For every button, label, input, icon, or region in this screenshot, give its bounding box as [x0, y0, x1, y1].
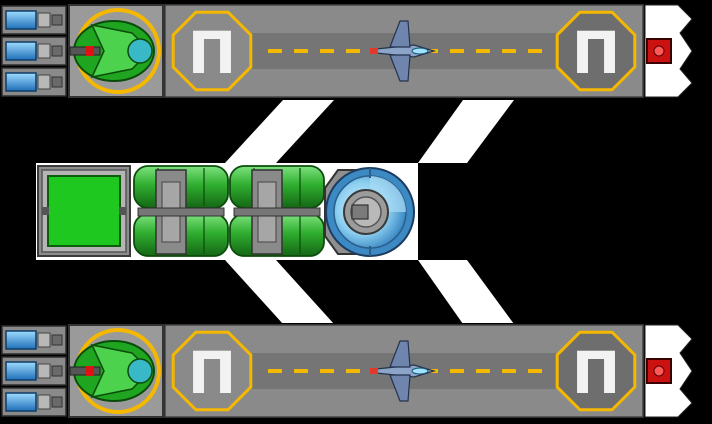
landing-pad-right[interactable]: Π [555, 10, 637, 92]
core-module [36, 163, 418, 260]
turret-module-icon[interactable] [68, 4, 164, 98]
pad-label: Π [572, 339, 621, 407]
strut-upper-right [418, 100, 514, 163]
battery-module-icon[interactable] [1, 36, 67, 66]
landing-pad-right[interactable]: Π [555, 330, 637, 412]
battery-module-icon[interactable] [1, 67, 67, 97]
battery-column [1, 5, 67, 97]
warning-light-icon[interactable] [646, 38, 672, 64]
battery-module-icon[interactable] [1, 325, 67, 355]
reactor-module-icon[interactable] [37, 165, 131, 257]
pad-label: Π [572, 19, 621, 87]
connector-struts [225, 100, 514, 324]
pad-label: Π [188, 19, 237, 87]
battery-module-icon[interactable] [1, 356, 67, 386]
fuel-tank-icon[interactable] [133, 165, 229, 257]
fuel-tank-icon[interactable] [229, 165, 325, 257]
turret-module-icon[interactable] [68, 324, 164, 418]
strut-upper-left [225, 100, 334, 163]
landing-pad-left[interactable]: Π [171, 10, 253, 92]
fuel-tank-bank [133, 165, 325, 257]
strut-lower-left [225, 260, 334, 324]
battery-column [1, 325, 67, 417]
strut-lower-right [418, 260, 514, 324]
battery-module-icon[interactable] [1, 5, 67, 35]
landing-pad-left[interactable]: Π [171, 330, 253, 412]
pad-label: Π [188, 339, 237, 407]
fighter-ship-icon[interactable] [370, 20, 437, 82]
fighter-ship-icon[interactable] [370, 340, 437, 402]
battery-module-icon[interactable] [1, 387, 67, 417]
warning-light-icon[interactable] [646, 358, 672, 384]
shield-generator-icon[interactable] [324, 167, 415, 257]
